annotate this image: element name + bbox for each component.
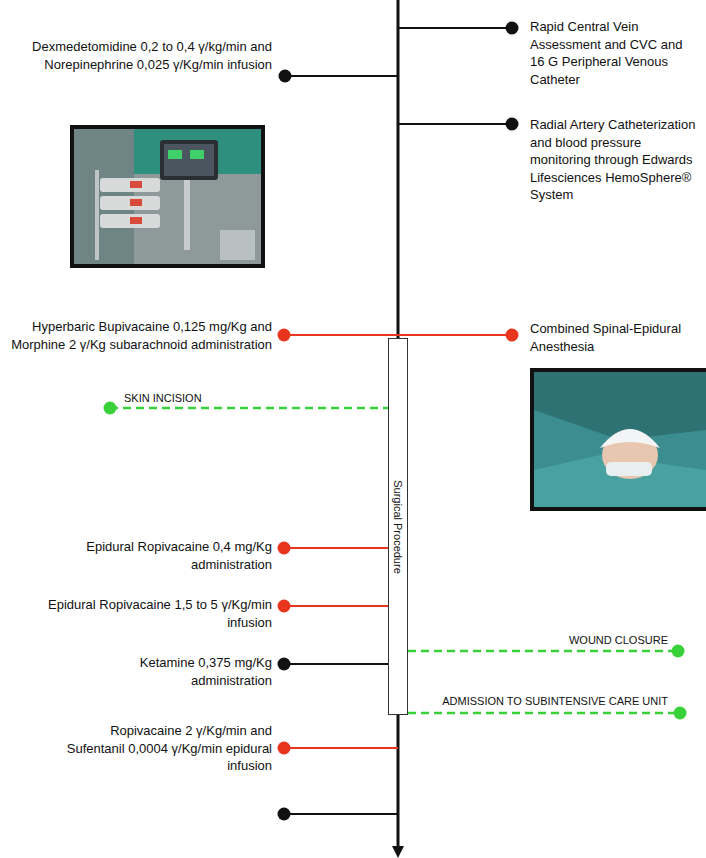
drug-note: Epidural Ropivacaine 0,4 mg/Kg administr…: [32, 538, 272, 573]
event-dot: [674, 707, 687, 720]
branch-line: [284, 605, 388, 607]
photo-infusion-pumps: [70, 125, 265, 268]
branch-line: [284, 747, 398, 749]
drug-note: Hyperbaric Bupivacaine 0,125 mg/Kg and M…: [6, 318, 272, 353]
branch-dot: [278, 542, 291, 555]
axis-arrowhead: [392, 846, 404, 858]
drug-note: Ketamine 0,375 mg/Kg administration: [62, 654, 272, 689]
step-note: Radial Artery Catheterization and blood …: [530, 116, 700, 204]
branch-line: [398, 27, 512, 29]
branch-dot: [278, 600, 291, 613]
drug-note: Dexmedetomidine 0,2 to 0,4 γ/kg/min and …: [22, 38, 272, 73]
branch-dot: [506, 329, 519, 342]
branch-dot: [278, 742, 291, 755]
branch-line: [284, 813, 398, 815]
step-note: Combined Spinal-Epidural Anesthesia: [530, 320, 700, 355]
branch-dot: [278, 329, 291, 342]
branch-line: [284, 547, 388, 549]
event-label: SKIN INCISION: [124, 392, 202, 405]
procedure-label: Surgical Procedure: [392, 480, 404, 574]
branch-line: [284, 334, 512, 336]
event-dashed-line: [110, 407, 388, 410]
step-note: Rapid Central Vein Assessment and CVC an…: [530, 18, 700, 88]
event-dashed-line: [408, 712, 680, 715]
procedure-bar: Surgical Procedure: [388, 338, 408, 715]
event-label: WOUND CLOSURE: [569, 634, 668, 647]
branch-dot: [506, 22, 519, 35]
branch-dot: [506, 118, 519, 131]
branch-dot: [279, 70, 292, 83]
branch-dot: [278, 658, 291, 671]
drug-note: Epidural Ropivacaine 1,5 to 5 γ/Kg/min i…: [4, 596, 272, 631]
drug-note: Ropivacaine 2 γ/Kg/min and Sufentanil 0,…: [62, 722, 272, 775]
branch-line: [285, 75, 398, 77]
branch-dot: [278, 808, 291, 821]
branch-line: [284, 663, 388, 665]
event-dot: [104, 402, 117, 415]
branch-line: [398, 123, 512, 125]
event-dot: [672, 645, 685, 658]
event-dashed-line: [408, 650, 678, 653]
photo-patient-drape: [530, 368, 706, 511]
event-label: ADMISSION TO SUBINTENSIVE CARE UNIT: [442, 695, 668, 708]
